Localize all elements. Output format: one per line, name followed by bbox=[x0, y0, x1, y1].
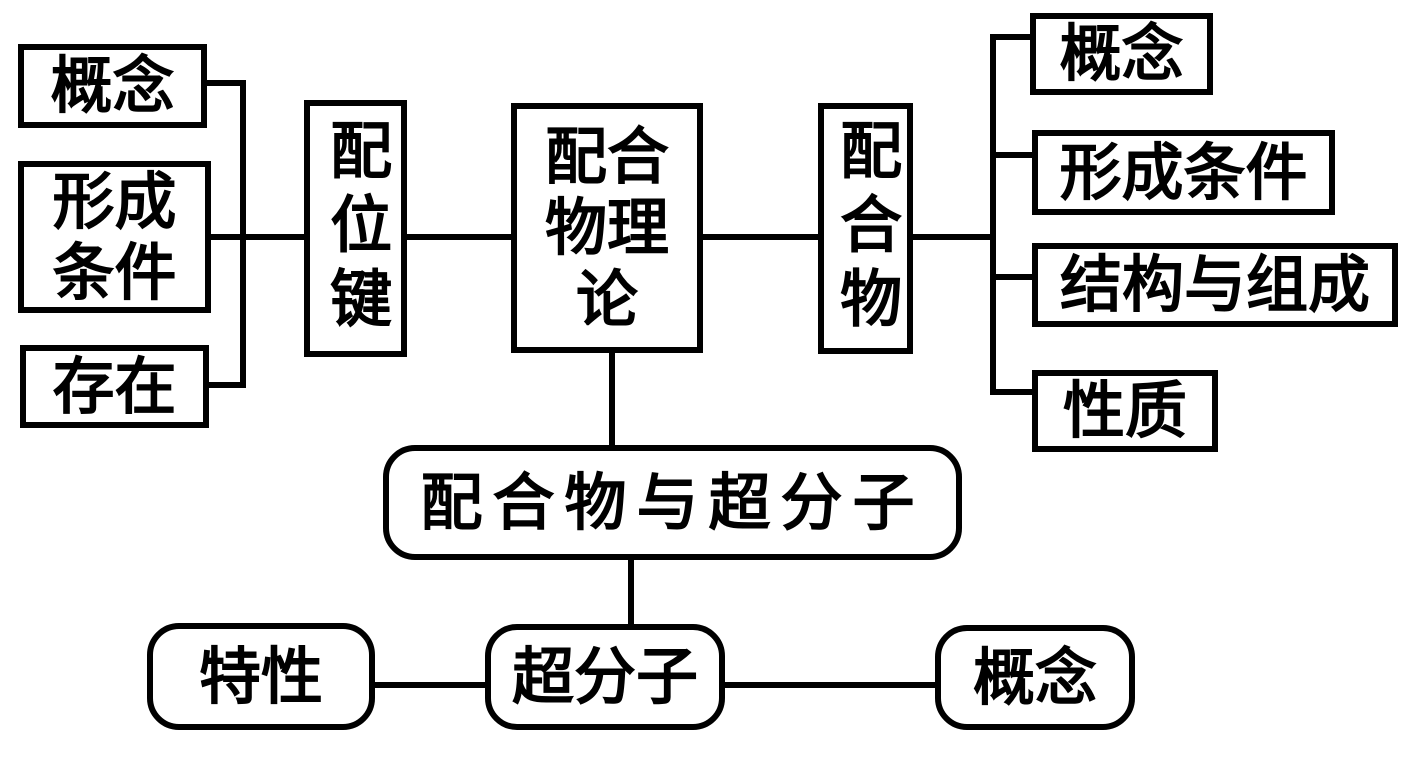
connector-left-existence-stub bbox=[209, 382, 246, 388]
node-coordinate-bond: 配位键 bbox=[304, 100, 407, 357]
node-coordination-compound-and-supramolecule: 配合物与超分子 bbox=[383, 445, 962, 560]
node-characteristics: 特性 bbox=[147, 623, 375, 730]
connector-theory-to-supra-combo bbox=[609, 353, 615, 445]
node-right-formation-conditions: 形成条件 bbox=[1032, 130, 1335, 215]
node-left-formation-conditions: 形成条件 bbox=[18, 161, 211, 313]
node-bottom-concept: 概念 bbox=[935, 625, 1135, 730]
connector-supramolecule-to-bottom-concept bbox=[725, 682, 935, 688]
connector-supra-combo-to-supramolecule bbox=[628, 560, 634, 624]
connector-formation-to-coordinate-bond bbox=[211, 234, 304, 240]
connector-right-formation-stub bbox=[996, 152, 1032, 158]
connector-coordinate-bond-to-theory bbox=[407, 234, 511, 240]
connector-left-concept-stub bbox=[207, 80, 246, 86]
connector-right-concept-stub bbox=[996, 34, 1030, 40]
connector-properties-stub bbox=[996, 389, 1032, 395]
connector-characteristics-to-supramolecule bbox=[375, 682, 485, 688]
node-coordination-compound-theory: 配合物理论 bbox=[511, 103, 703, 353]
connector-right-vertical-trunk bbox=[990, 34, 996, 395]
node-properties: 性质 bbox=[1032, 370, 1218, 452]
node-supramolecule: 超分子 bbox=[485, 624, 725, 730]
node-left-existence: 存在 bbox=[20, 345, 209, 428]
node-structure-and-composition: 结构与组成 bbox=[1032, 243, 1398, 327]
node-coordination-compound: 配合物 bbox=[818, 103, 913, 354]
connector-structure-stub bbox=[996, 274, 1032, 280]
connector-theory-to-compound bbox=[703, 234, 818, 240]
node-right-concept: 概念 bbox=[1030, 13, 1213, 95]
connector-compound-to-right-trunk bbox=[913, 234, 993, 240]
node-left-concept: 概念 bbox=[18, 44, 207, 128]
